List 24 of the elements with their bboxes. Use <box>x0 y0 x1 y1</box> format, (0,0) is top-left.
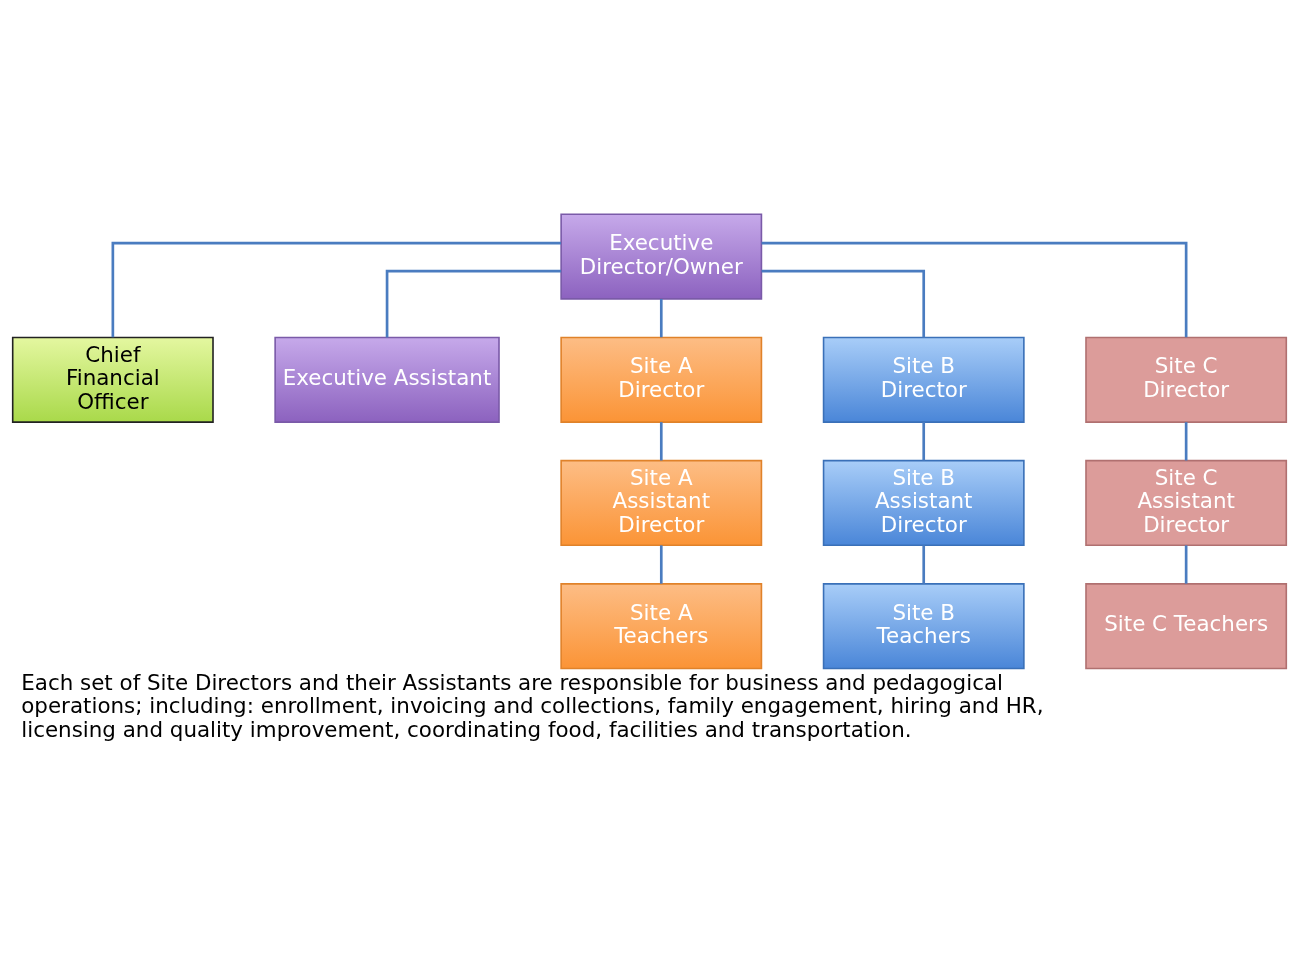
node-box: Site A Director <box>560 336 763 423</box>
connector <box>659 299 663 338</box>
node-box: Site B Director <box>822 336 1025 423</box>
node-box: Site C Assistant Director <box>1085 459 1288 547</box>
connector <box>922 422 926 461</box>
node-box: Chief Financial Officer <box>11 336 214 423</box>
caption: Each set of Site Directors and their Assistants are responsible for business and pedagogical operations; including: enrollment, invoicing and collections, family engagement, hiring and HR, licensing and quality improvement, coordinating food, facilities and transportation. <box>21 669 1044 742</box>
node-box: Executive Assistant <box>274 336 500 423</box>
node-box: Site C Director <box>1085 336 1288 423</box>
node-box: Site A Teachers <box>560 583 763 670</box>
node-box: Executive Director/Owner <box>560 213 763 300</box>
node-box: Site C Teachers <box>1085 583 1288 670</box>
node-box: Site B Assistant Director <box>822 459 1025 547</box>
connector <box>385 269 562 338</box>
connector <box>761 241 1188 338</box>
connector <box>111 241 561 338</box>
connector <box>659 545 663 584</box>
connector <box>761 269 926 338</box>
connector <box>922 545 926 584</box>
node-box: Site A Assistant Director <box>560 459 763 547</box>
connector <box>1184 545 1188 584</box>
node-box: Site B Teachers <box>822 583 1025 670</box>
connector <box>1184 422 1188 461</box>
connector <box>659 422 663 461</box>
